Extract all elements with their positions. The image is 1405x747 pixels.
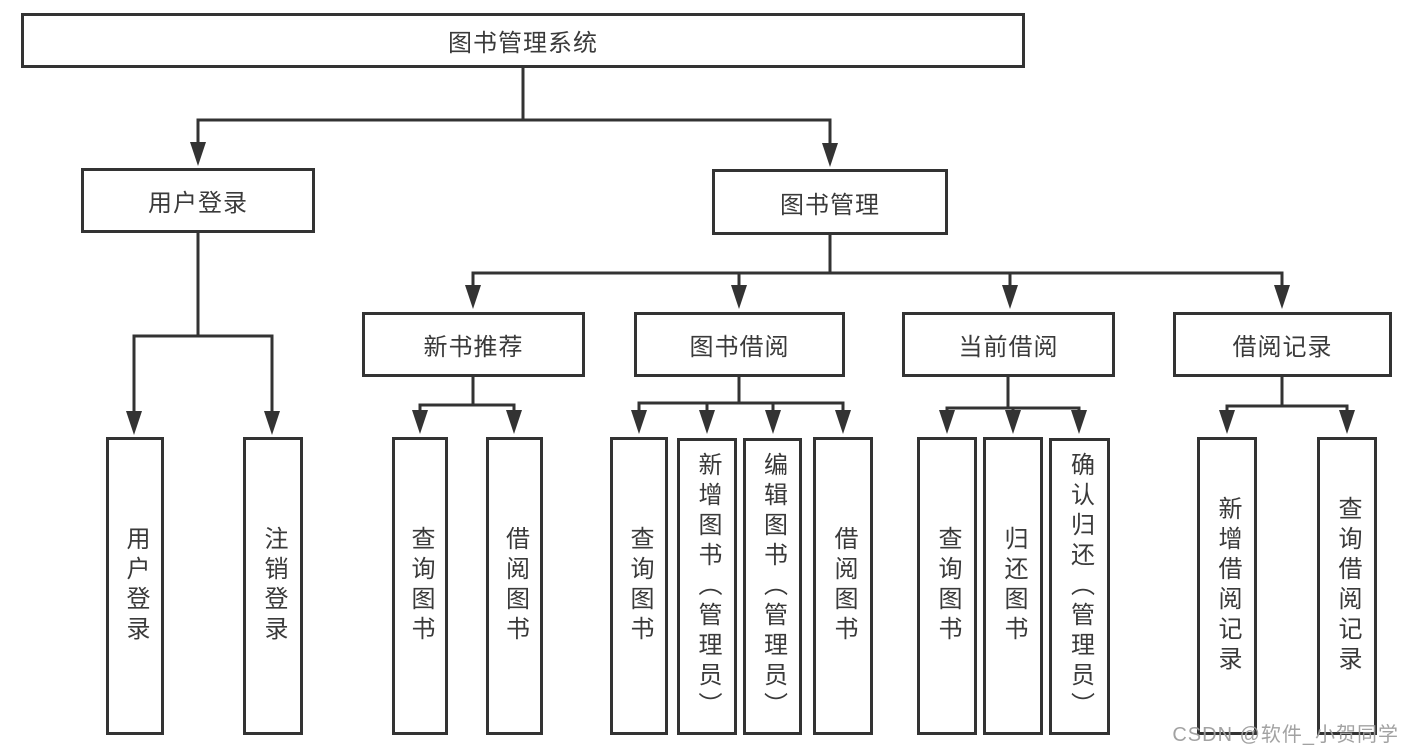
arrowhead-down-icon — [822, 143, 838, 167]
node-label: 图书借阅 — [689, 334, 790, 361]
connector-root-to-level2 — [196, 67, 832, 145]
leaf-user-login: 用户登录 — [106, 437, 164, 735]
arrowhead-down-icon — [939, 410, 955, 434]
node-current-borrow: 当前借阅 — [902, 312, 1115, 377]
connector-book-borrow-children — [637, 377, 845, 412]
arrowhead-down-icon — [765, 410, 781, 434]
connector-current-borrow-children — [945, 377, 1081, 412]
leaf-add-borrow-record: 新增借阅记录 — [1197, 437, 1257, 735]
arrowhead-down-icon — [1339, 410, 1355, 434]
node-label: 注销登录 — [260, 526, 287, 646]
node-label: 新增图书（管理员） — [694, 451, 721, 722]
arrowhead-down-icon — [506, 410, 522, 434]
node-label: 确认归还（管理员） — [1066, 451, 1094, 722]
connector-user-login-children — [132, 230, 274, 413]
node-new-book-recommend: 新书推荐 — [362, 312, 585, 377]
node-label: 用户登录 — [148, 190, 248, 217]
leaf-add-book-admin: 新增图书（管理员） — [677, 438, 737, 735]
node-label: 图书管理系统 — [448, 30, 598, 57]
arrowhead-down-icon — [465, 285, 481, 309]
node-label: 新增借阅记录 — [1214, 496, 1241, 676]
arrowhead-down-icon — [1005, 410, 1021, 434]
node-label: 用户登录 — [122, 526, 149, 646]
arrowhead-down-icon — [631, 410, 647, 434]
arrowhead-down-icon — [731, 285, 747, 309]
node-book-borrow: 图书借阅 — [634, 312, 845, 377]
leaf-borrow-books: 借阅图书 — [813, 437, 873, 735]
leaf-query-books-recommend: 查询图书 — [392, 437, 448, 735]
arrowhead-down-icon — [412, 410, 428, 434]
leaf-confirm-return-admin: 确认归还（管理员） — [1049, 438, 1110, 735]
arrowhead-group — [126, 142, 1355, 435]
connector-book-management-children — [471, 234, 1284, 287]
node-label: 借阅记录 — [1232, 334, 1333, 361]
leaf-return-books: 归还图书 — [983, 437, 1043, 735]
node-label: 查询图书 — [934, 526, 961, 646]
arrowhead-down-icon — [1274, 285, 1290, 309]
node-label: 借阅图书 — [501, 526, 529, 646]
node-label: 查询图书 — [626, 526, 653, 646]
arrowhead-down-icon — [835, 410, 851, 434]
leaf-edit-book-admin: 编辑图书（管理员） — [743, 438, 802, 735]
node-label: 查询借阅记录 — [1334, 496, 1361, 676]
node-label: 借阅图书 — [830, 526, 857, 646]
arrowhead-down-icon — [190, 142, 206, 166]
arrowhead-down-icon — [1071, 410, 1087, 434]
node-book-management: 图书管理 — [712, 169, 948, 235]
connector-new-book-children — [418, 377, 516, 412]
arrowhead-down-icon — [699, 410, 715, 434]
arrowhead-down-icon — [264, 411, 280, 435]
node-user-login: 用户登录 — [81, 168, 315, 233]
leaf-query-books-current: 查询图书 — [917, 437, 977, 735]
leaf-query-borrow-record: 查询借阅记录 — [1317, 437, 1377, 735]
node-library-management-system: 图书管理系统 — [21, 13, 1025, 68]
node-label: 归还图书 — [1000, 526, 1027, 646]
arrowhead-down-icon — [1002, 285, 1018, 309]
leaf-borrow-books-recommend: 借阅图书 — [486, 437, 543, 735]
connector-borrow-records-children — [1225, 377, 1349, 412]
node-label: 编辑图书（管理员） — [759, 451, 787, 722]
leaf-logout: 注销登录 — [243, 437, 303, 735]
csdn-watermark: CSDN @软件_小贺同学 — [1172, 724, 1399, 746]
arrowhead-down-icon — [126, 411, 142, 435]
node-label: 当前借阅 — [958, 334, 1059, 361]
node-label: 查询图书 — [407, 526, 434, 646]
node-borrow-records: 借阅记录 — [1173, 312, 1392, 377]
node-label: 新书推荐 — [423, 334, 524, 361]
arrowhead-down-icon — [1219, 410, 1235, 434]
node-label: 图书管理 — [780, 191, 880, 219]
leaf-query-books-borrow: 查询图书 — [610, 437, 668, 735]
